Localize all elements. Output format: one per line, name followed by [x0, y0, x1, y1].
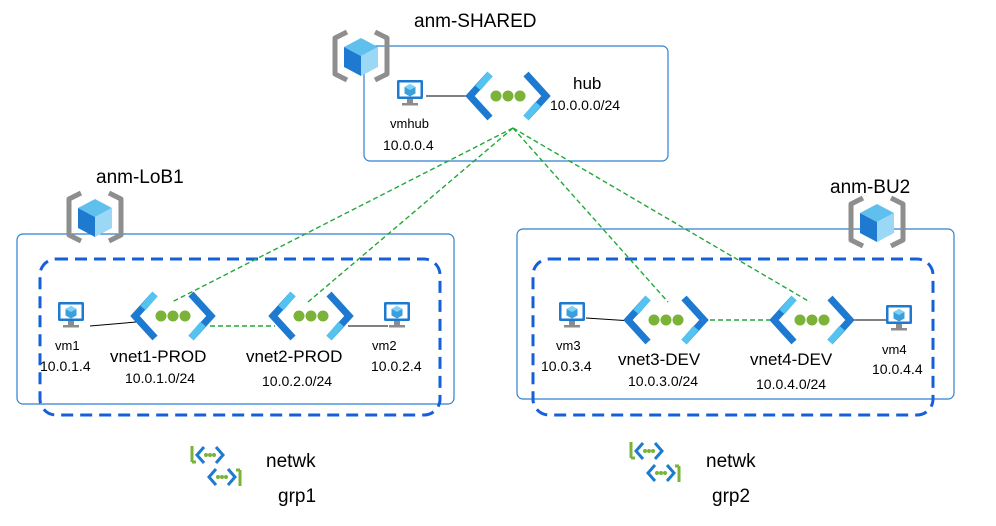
lob1-subscription-label: anm-LoB1 [96, 167, 184, 188]
vm1-name: vm1 [55, 338, 80, 353]
network-group-1-boundary [38, 257, 442, 417]
vnet1-prod-icon[interactable] [135, 294, 211, 338]
vm3-icon[interactable] [559, 302, 585, 328]
vnet4-dev-name: vnet4-DEV [750, 350, 833, 369]
hub-vnet-icon[interactable] [470, 74, 546, 118]
vmhub-ip: 10.0.0.4 [383, 137, 434, 153]
bu2-subscription-icon [851, 198, 903, 246]
shared-subscription-icon [335, 32, 387, 80]
link-vm3-vnet3 [585, 317, 633, 322]
peering-hub-vnet2 [307, 127, 514, 303]
link-vm1-vnet1 [89, 321, 137, 327]
vm3-ip: 10.0.3.4 [541, 358, 592, 374]
peering-hub-vnet4 [512, 127, 811, 303]
vm2-icon[interactable] [384, 302, 410, 328]
vm4-icon[interactable] [886, 305, 912, 331]
hub-vnet-name: hub [573, 74, 601, 93]
lob1-subscription-box [16, 233, 455, 405]
peering-hub-vnet3 [512, 127, 669, 303]
vm3-name: vm3 [556, 338, 581, 353]
vnet1-prod-cidr: 10.0.1.0/24 [125, 370, 195, 386]
network-group-1-label-line1: netwk [266, 451, 316, 472]
shared-subscription-box [363, 45, 669, 162]
vnet2-prod-cidr: 10.0.2.0/24 [262, 373, 332, 389]
vm2-ip: 10.0.2.4 [371, 358, 422, 374]
peering-links [171, 127, 811, 327]
vnet3-dev-cidr: 10.0.3.0/24 [628, 373, 698, 389]
bu2-subscription-box [516, 228, 955, 400]
vnet2-prod-icon[interactable] [273, 294, 349, 338]
shared-subscription-label: anm-SHARED [414, 11, 536, 32]
vmhub-name: vmhub [390, 116, 429, 131]
vm2-name: vm2 [372, 338, 397, 353]
vm1-ip: 10.0.1.4 [40, 358, 91, 374]
vm-connections [89, 95, 888, 327]
bu2-subscription-label: anm-BU2 [830, 177, 910, 198]
vm1-icon[interactable] [58, 302, 84, 328]
vnet4-dev-cidr: 10.0.4.0/24 [756, 376, 826, 392]
network-group-2-icon [629, 440, 681, 484]
vnet2-prod-name: vnet2-PROD [246, 347, 342, 366]
network-group-1-icon [190, 444, 242, 488]
vmhub-icon[interactable] [397, 80, 423, 106]
vnet1-prod-name: vnet1-PROD [110, 347, 206, 366]
vnet4-dev-icon[interactable] [774, 298, 850, 342]
network-group-2-boundary [531, 257, 935, 417]
vnet3-dev-icon[interactable] [628, 298, 704, 342]
peering-hub-vnet1 [171, 127, 514, 303]
network-group-2-label-line1: netwk [706, 451, 756, 472]
hub-vnet-cidr: 10.0.0.0/24 [550, 97, 620, 113]
vm4-ip: 10.0.4.4 [872, 361, 923, 377]
network-group-1-label-line2: grp1 [278, 486, 316, 507]
vnet3-dev-name: vnet3-DEV [618, 350, 701, 369]
network-group-2-label-line2: grp2 [712, 486, 750, 507]
vm4-name: vm4 [882, 342, 907, 357]
